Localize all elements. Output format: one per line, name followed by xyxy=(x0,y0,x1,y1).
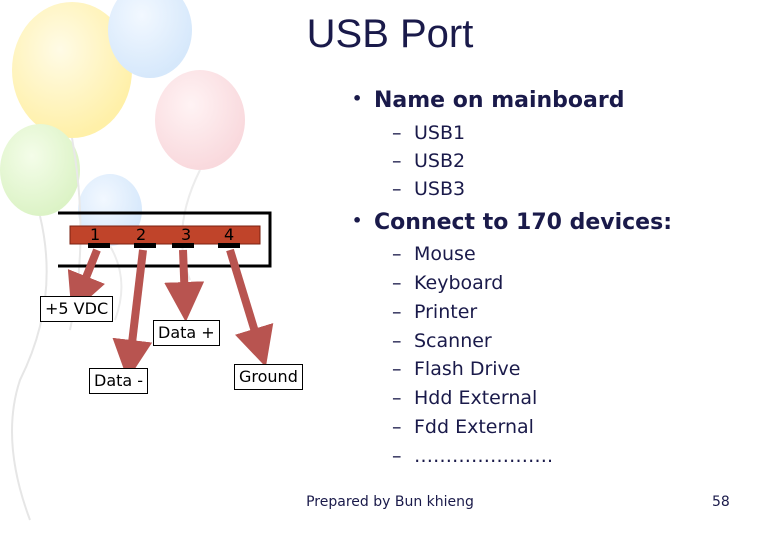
list-item: –Keyboard xyxy=(392,272,504,294)
list-item: –Fdd External xyxy=(392,416,534,438)
pin-number-2: 2 xyxy=(136,225,147,244)
pin-contact-1 xyxy=(88,243,110,248)
pin-number-1: 1 xyxy=(90,225,101,244)
list-item: –USB1 xyxy=(392,122,466,144)
bullet-dot: • xyxy=(352,89,363,108)
list-item: –…………………. xyxy=(392,445,554,467)
arrow-pin3-data-plus xyxy=(164,249,205,322)
list-item: –Scanner xyxy=(392,330,492,352)
footer-author: Prepared by Bun khieng xyxy=(306,494,474,510)
pin-number-3: 3 xyxy=(181,225,192,244)
bullet-name-on-mainboard: • Name on mainboard xyxy=(352,88,624,113)
list-item: –Mouse xyxy=(392,243,476,265)
list-item: –Flash Drive xyxy=(392,358,521,380)
bullet-connect-devices: • Connect to 170 devices: xyxy=(352,210,672,235)
arrow-pin2-data-minus xyxy=(112,249,153,380)
bullet-dot: • xyxy=(352,211,363,230)
label-ground: Ground xyxy=(234,364,303,390)
usb-port-shell xyxy=(58,211,272,268)
pin-contact-3 xyxy=(172,243,194,248)
label-data-minus: Data - xyxy=(89,368,149,394)
slide-title: USB Port xyxy=(306,12,474,56)
pin-contact-4 xyxy=(218,243,240,248)
label-data-plus: Data + xyxy=(153,320,220,346)
pin-contact-2 xyxy=(134,243,156,248)
bullet-heading: Connect to 170 devices: xyxy=(374,210,672,235)
pin-number-4: 4 xyxy=(224,225,235,244)
arrow-pin1-vcc xyxy=(67,248,105,314)
list-item: –Hdd External xyxy=(392,387,538,409)
label-vcc: +5 VDC xyxy=(40,296,114,322)
bullet-heading: Name on mainboard xyxy=(374,88,625,113)
arrow-pin4-ground xyxy=(226,248,274,368)
list-item: –USB2 xyxy=(392,150,466,172)
list-item: –Printer xyxy=(392,301,478,323)
usb-port-tongue xyxy=(69,225,261,245)
list-item: –USB3 xyxy=(392,178,466,200)
page-number: 58 xyxy=(712,494,730,510)
